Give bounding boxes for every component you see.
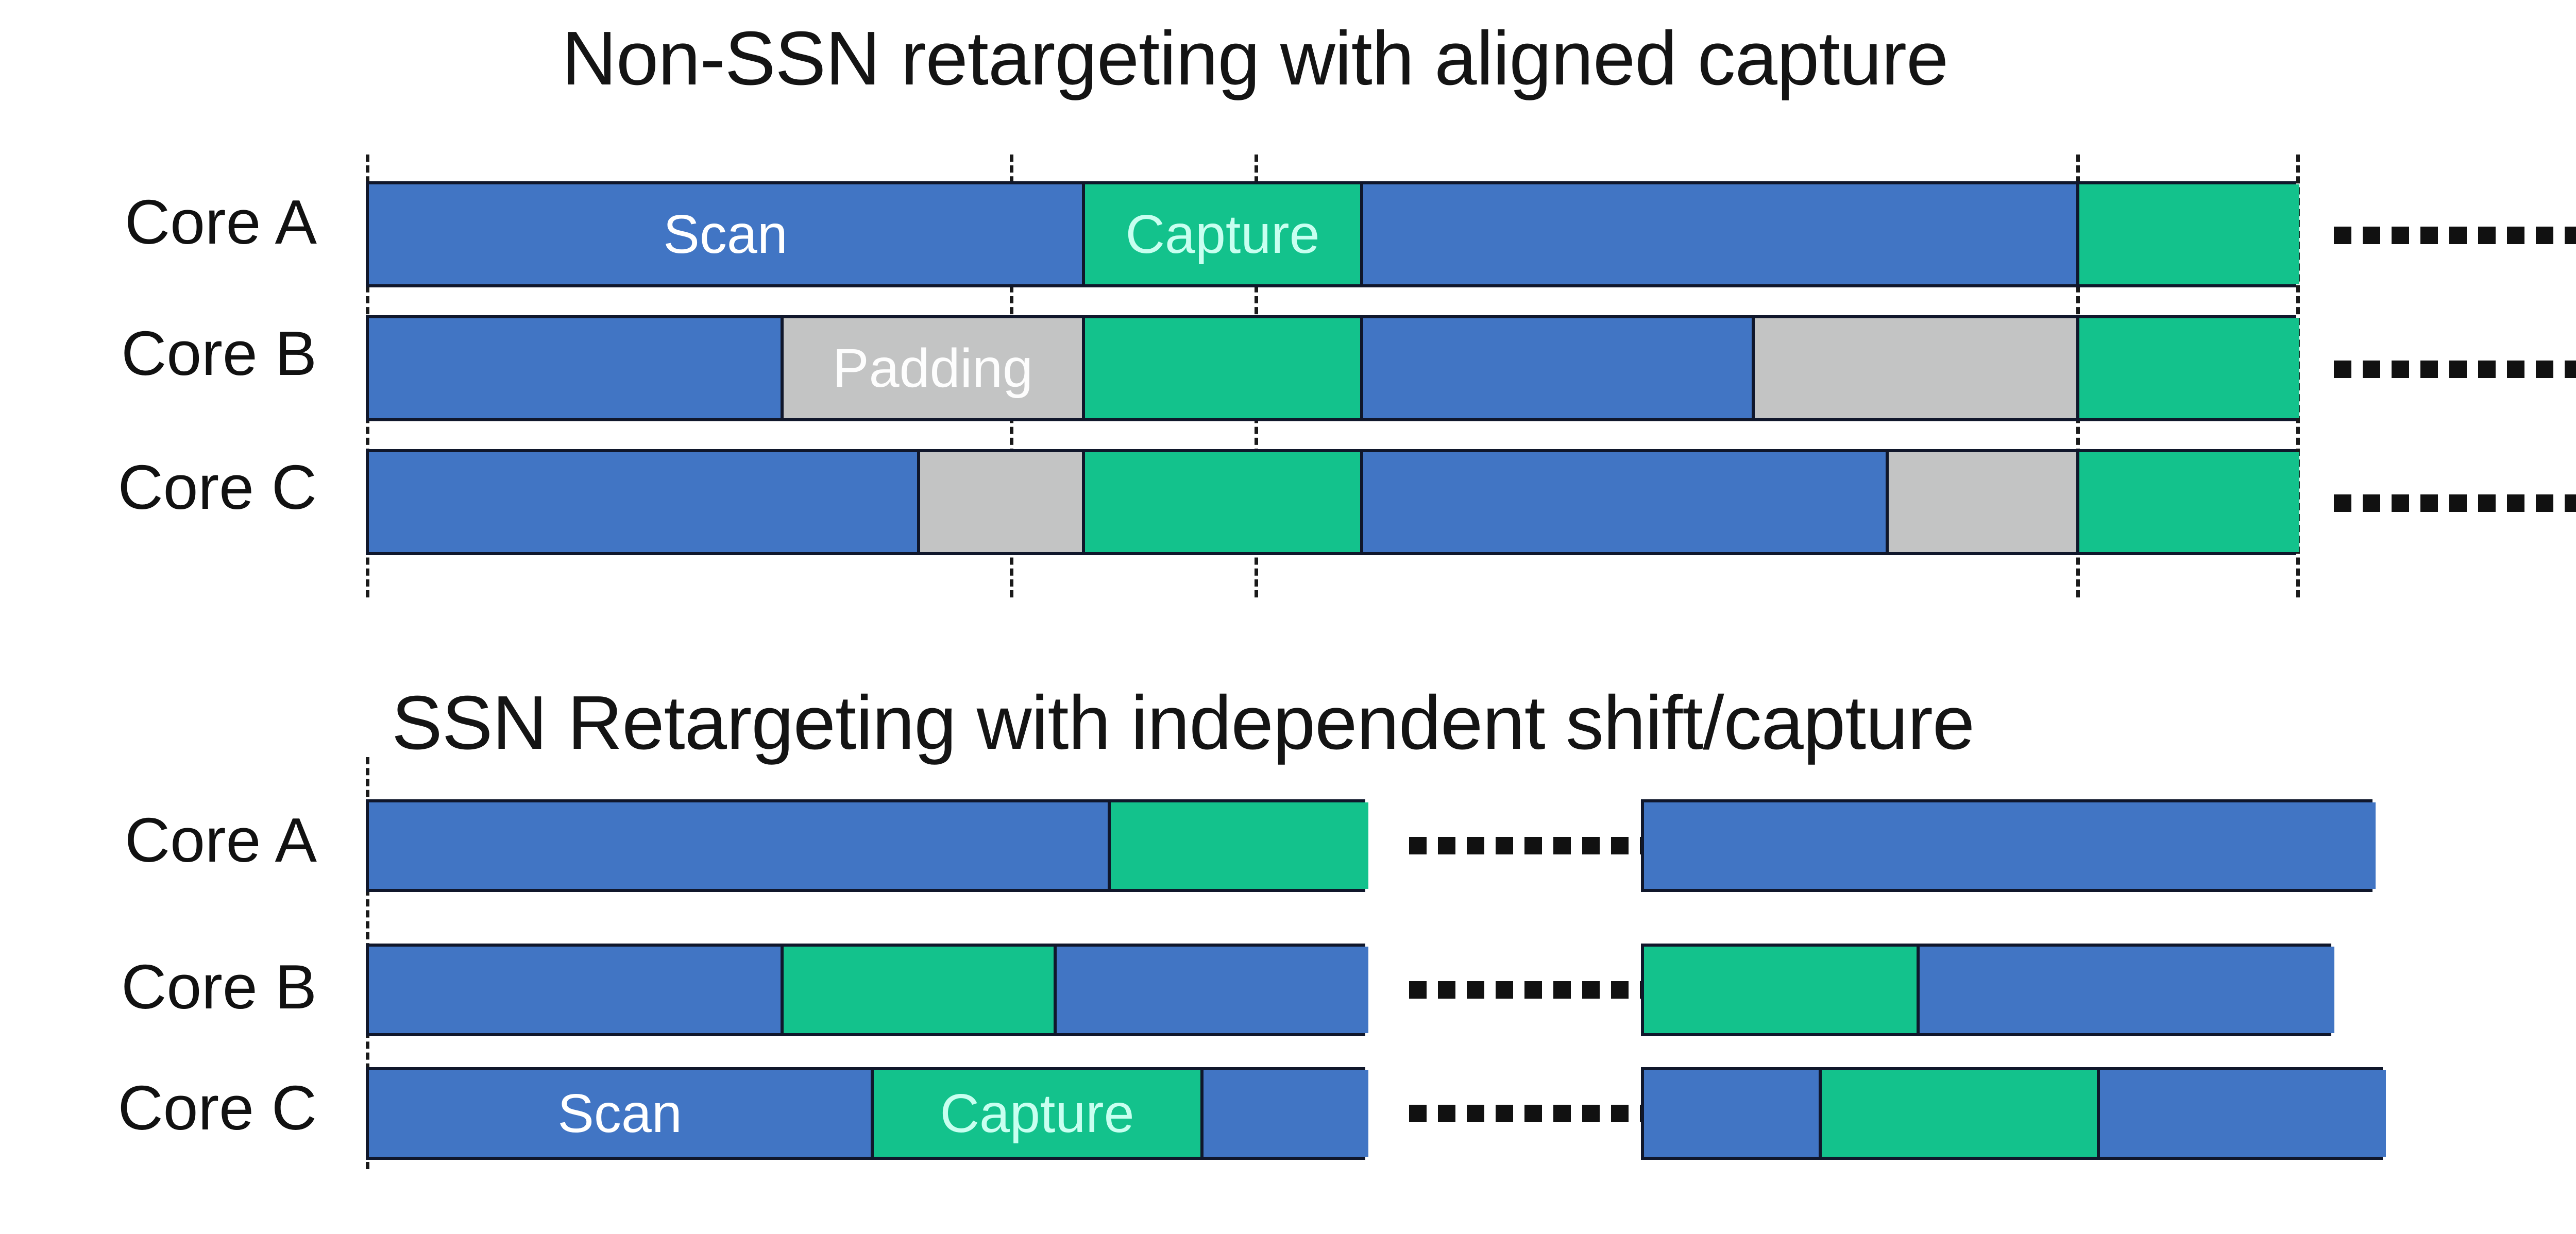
timeline-bar-core-a-top[interactable]: Scan Capture	[366, 181, 2299, 287]
core-label-a-top: Core A	[125, 187, 317, 257]
continuation-ellipsis-c-bottom	[1409, 1105, 1657, 1122]
core-label-b-bottom: Core B	[121, 952, 317, 1022]
core-label-c-top: Core C	[117, 452, 317, 522]
core-label-c-bottom: Core C	[117, 1073, 317, 1143]
segment-capture[interactable]	[2079, 452, 2299, 552]
segment-scan[interactable]	[2100, 1070, 2386, 1157]
segment-padding[interactable]	[1755, 318, 2079, 418]
segment-scan[interactable]	[1920, 947, 2334, 1033]
timeline-bar-core-c-top[interactable]	[366, 449, 2299, 555]
segment-capture[interactable]	[1822, 1070, 2100, 1157]
segment-label: Scan	[663, 204, 788, 265]
continuation-ellipsis-c-top	[2334, 494, 2576, 512]
segment-capture[interactable]	[2079, 318, 2299, 418]
segment-scan[interactable]	[369, 452, 920, 552]
section-title-ssn: SSN Retargeting with independent shift/c…	[392, 680, 1975, 765]
segment-scan[interactable]	[1363, 184, 2079, 284]
segment-capture[interactable]	[2079, 184, 2299, 284]
timeline-bar-core-c-bottom-right[interactable]	[1641, 1067, 2386, 1160]
timeline-bar-core-a-bottom-right[interactable]	[1641, 799, 2376, 892]
timeline-bar-core-b-bottom-right[interactable]	[1641, 944, 2334, 1036]
segment-capture[interactable]	[1644, 947, 1920, 1033]
segment-scan[interactable]: Scan	[369, 184, 1085, 284]
continuation-ellipsis-a-top	[2334, 227, 2576, 244]
continuation-ellipsis-b-top	[2334, 361, 2576, 378]
section-title-non-ssn: Non-SSN retargeting with aligned capture	[562, 16, 1948, 101]
timeline-bar-core-b-bottom-left[interactable]	[366, 944, 1368, 1036]
segment-scan[interactable]	[369, 947, 784, 1033]
timeline-bar-core-b-top[interactable]: Padding	[366, 315, 2299, 421]
segment-label: Capture	[940, 1083, 1134, 1144]
segment-scan[interactable]	[1363, 318, 1755, 418]
segment-scan[interactable]	[1057, 947, 1368, 1033]
segment-scan[interactable]	[1644, 802, 2376, 889]
timeline-bar-core-c-bottom-left[interactable]: Scan Capture	[366, 1067, 1368, 1160]
segment-capture[interactable]	[784, 947, 1057, 1033]
segment-scan[interactable]	[1644, 1070, 1822, 1157]
segment-padding[interactable]: Padding	[784, 318, 1085, 418]
segment-scan[interactable]: Scan	[369, 1070, 874, 1157]
segment-padding[interactable]	[1889, 452, 2079, 552]
segment-scan[interactable]	[1204, 1070, 1368, 1157]
segment-scan[interactable]	[1363, 452, 1889, 552]
segment-capture[interactable]	[1111, 802, 1368, 889]
segment-label: Capture	[1125, 204, 1320, 265]
continuation-ellipsis-a-bottom	[1409, 837, 1657, 854]
segment-label: Scan	[557, 1083, 682, 1144]
segment-capture[interactable]	[1085, 452, 1363, 552]
segment-capture[interactable]: Capture	[1085, 184, 1363, 284]
segment-capture[interactable]	[1085, 318, 1363, 418]
core-label-a-bottom: Core A	[125, 805, 317, 875]
core-label-b-top: Core B	[121, 318, 317, 388]
segment-label: Padding	[832, 338, 1033, 399]
segment-capture[interactable]: Capture	[874, 1070, 1204, 1157]
segment-scan[interactable]	[369, 318, 784, 418]
timeline-bar-core-a-bottom-left[interactable]	[366, 799, 1368, 892]
continuation-ellipsis-b-bottom	[1409, 981, 1657, 999]
segment-padding[interactable]	[920, 452, 1085, 552]
segment-scan[interactable]	[369, 802, 1111, 889]
